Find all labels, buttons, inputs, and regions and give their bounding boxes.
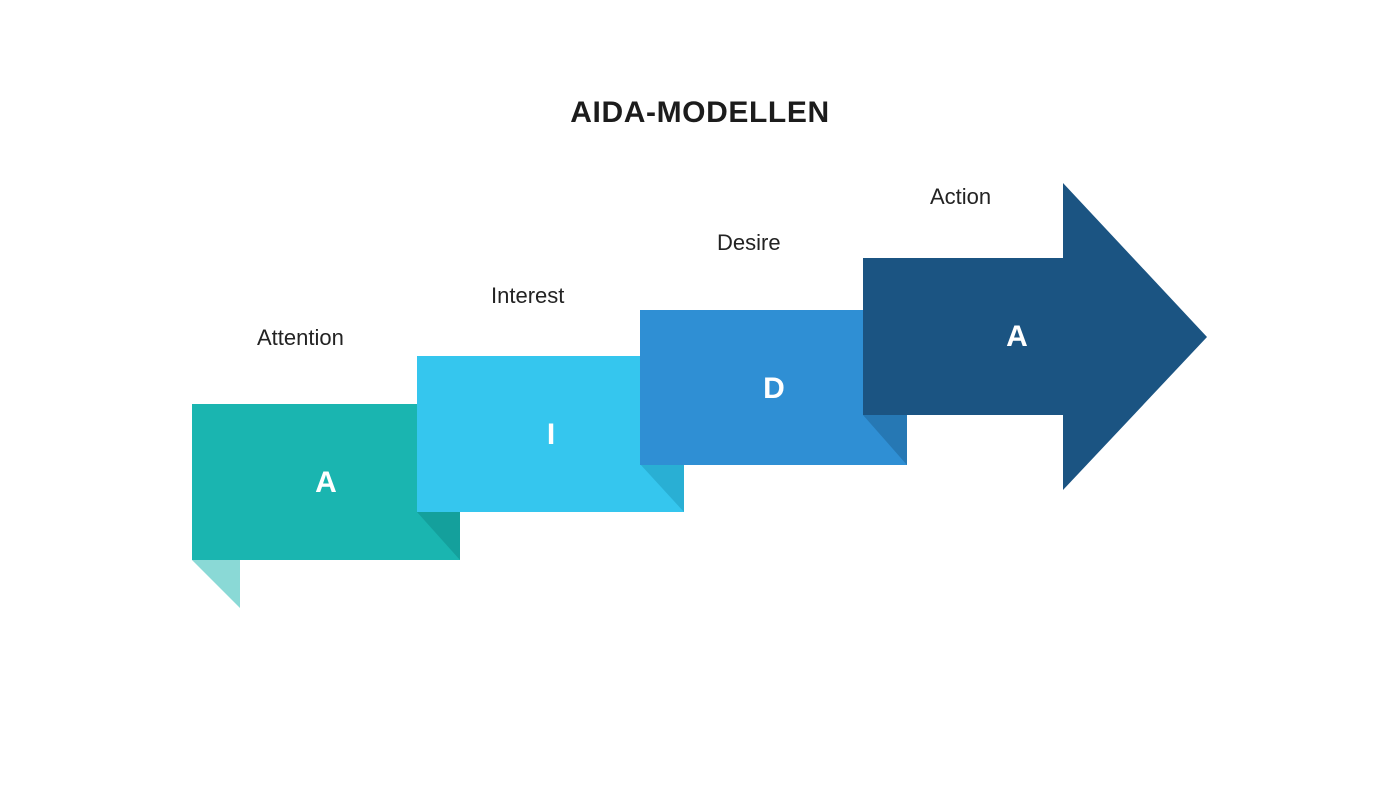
step-label-attention: Attention [257, 325, 344, 350]
step-shape-action[interactable] [863, 183, 1207, 490]
step-label-action: Action [930, 184, 992, 209]
step-shape-interest[interactable] [417, 356, 684, 512]
interest-shadow-shape [640, 464, 684, 512]
step-label-interest: Interest [491, 283, 565, 308]
step-letter-action: A [1006, 320, 1028, 353]
step-shape-desire[interactable] [640, 310, 907, 465]
desire-body-shape [640, 310, 907, 465]
attention-shadow-shape [417, 512, 460, 560]
step-shape-attention[interactable] [192, 404, 460, 608]
action-arrow-shape [863, 183, 1207, 490]
attention-body-shape [192, 404, 460, 560]
page-title: AIDA-MODELLEN [570, 96, 830, 129]
step-label-desire: Desire [717, 230, 781, 255]
interest-body-shape [417, 356, 684, 512]
step-letter-interest: I [546, 418, 556, 451]
step-letter-desire: D [763, 372, 785, 405]
step-letter-attention: A [315, 466, 337, 499]
desire-shadow-shape [863, 415, 907, 465]
